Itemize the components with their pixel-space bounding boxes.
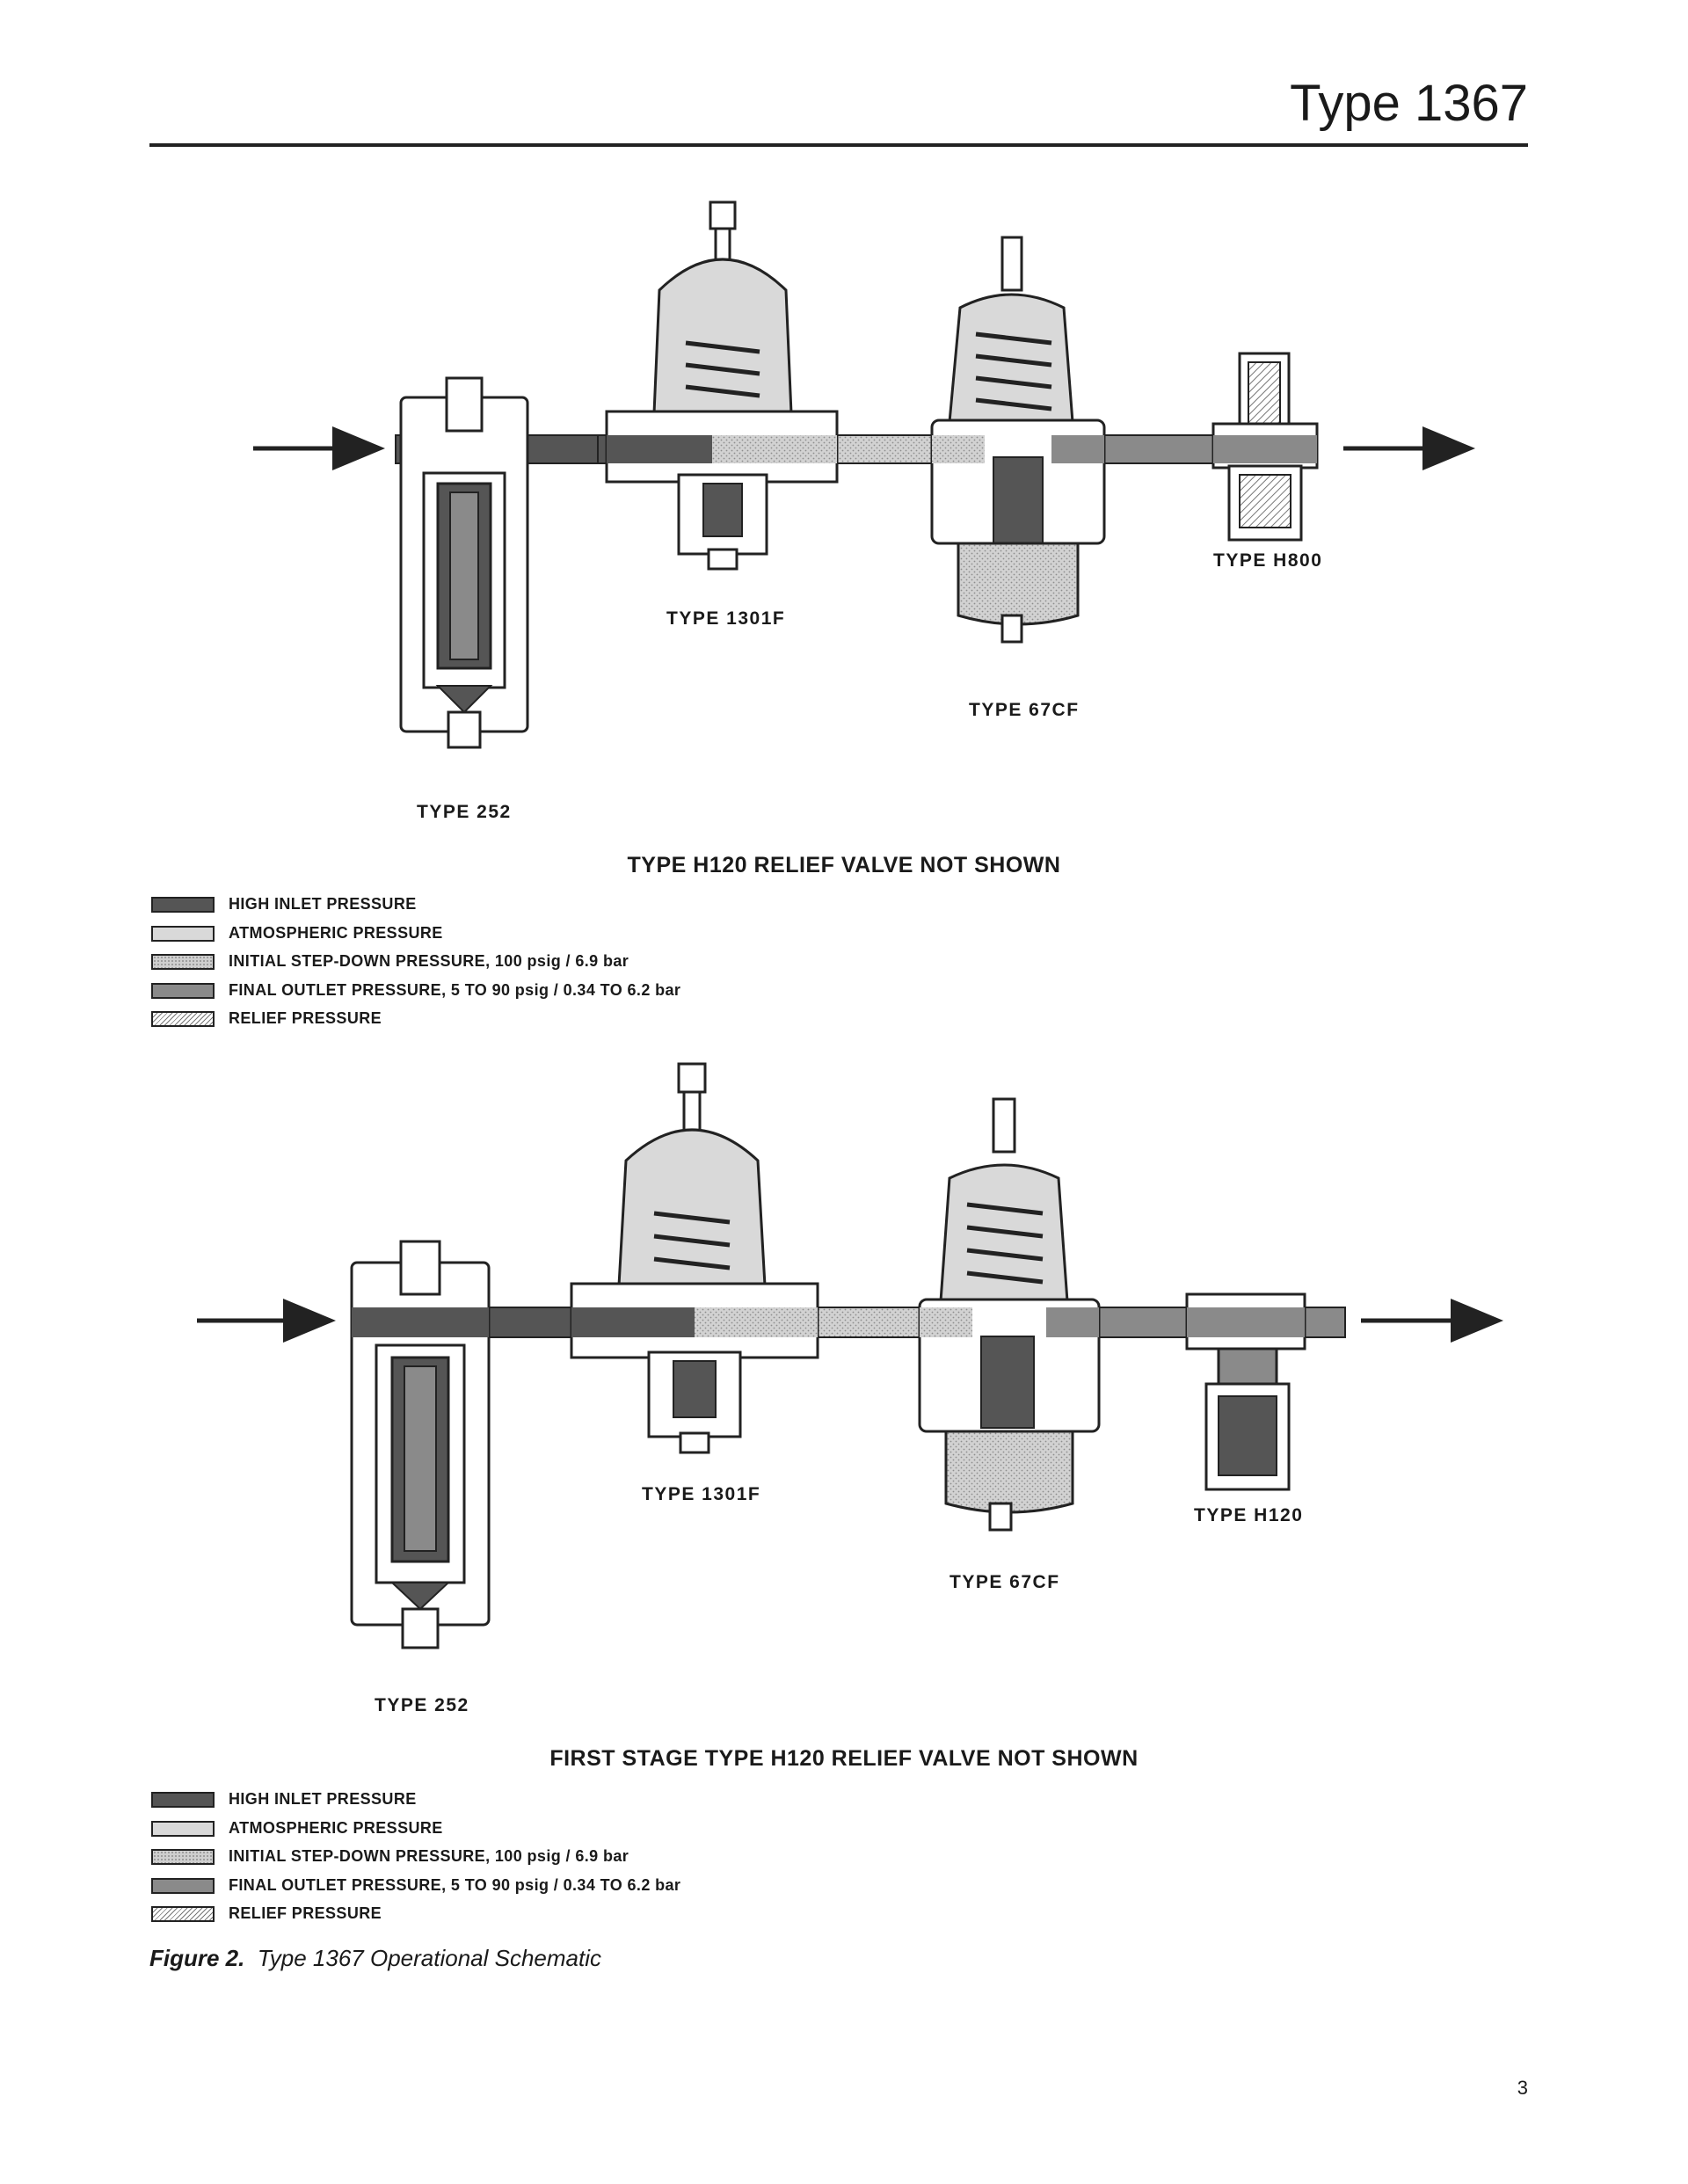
label-type-h120: TYPE H120: [1194, 1505, 1304, 1525]
label-type-1301f: TYPE 1301F: [666, 608, 786, 629]
schematic-top-note: TYPE H120 RELIEF VALVE NOT SHOWN: [627, 853, 1061, 877]
label-type-67cf: TYPE 67CF: [969, 700, 1080, 720]
legend-label: ATMOSPHERIC PRESSURE: [229, 1818, 443, 1837]
type-67cf-top: [930, 236, 1106, 644]
schematic-bottom: TYPE 252 TYPE 1301F TYPE 67CF TYPE H120: [0, 1055, 1688, 1715]
legend-swatch-atmospheric: [151, 925, 215, 942]
label-type-252: TYPE 252: [417, 802, 512, 822]
legend-label: HIGH INLET PRESSURE: [229, 895, 417, 913]
legend-label: INITIAL STEP-DOWN PRESSURE, 100 psig / 6…: [229, 1847, 629, 1865]
schematic-top: TYPE 252 TYPE 1301F TYPE 67CF TYPE H800: [0, 193, 1688, 844]
label-type-67cf: TYPE 67CF: [950, 1572, 1060, 1592]
figure-number: Figure 2.: [149, 1945, 245, 1971]
legend-swatch-atmospheric: [151, 1820, 215, 1837]
legend-swatch-final-outlet: [151, 1877, 215, 1894]
label-type-h800: TYPE H800: [1213, 550, 1323, 571]
figure-caption-text: Type 1367 Operational Schematic: [257, 1945, 601, 1971]
schematic-bottom-note: FIRST STAGE TYPE H120 RELIEF VALVE NOT S…: [549, 1746, 1139, 1771]
type-1301f-top: [605, 200, 839, 571]
page-number: 3: [1517, 2077, 1528, 2099]
type-252-filter-top: [399, 376, 529, 749]
type-h120-bottom: [1185, 1292, 1306, 1491]
legend-swatch-relief: [151, 1906, 215, 1922]
legend-label: ATMOSPHERIC PRESSURE: [229, 923, 443, 942]
type-1301f-bottom: [570, 1062, 819, 1454]
legend-label: HIGH INLET PRESSURE: [229, 1790, 417, 1808]
legend-label: RELIEF PRESSURE: [229, 1009, 382, 1027]
schematic-bottom-drawing: [197, 1062, 1503, 1649]
label-type-1301f: TYPE 1301F: [642, 1484, 761, 1504]
type-h800-top: [1211, 352, 1319, 542]
legend-swatch-initial-step-down: [151, 1849, 215, 1865]
page-header-title: Type 1367: [1290, 75, 1528, 132]
legend-swatch-high-inlet: [151, 897, 215, 913]
type-252-filter-bottom: [350, 1240, 491, 1649]
figure-caption: Figure 2. Type 1367 Operational Schemati…: [149, 1945, 601, 1972]
type-67cf-bottom: [918, 1097, 1101, 1532]
legend-swatch-relief: [151, 1011, 215, 1027]
legend-label: FINAL OUTLET PRESSURE, 5 TO 90 psig / 0.…: [229, 1875, 681, 1894]
legend-label: INITIAL STEP-DOWN PRESSURE, 100 psig / 6…: [229, 952, 629, 970]
legend-swatch-high-inlet: [151, 1792, 215, 1808]
legend-swatch-final-outlet: [151, 982, 215, 999]
legend-label: FINAL OUTLET PRESSURE, 5 TO 90 psig / 0.…: [229, 980, 681, 999]
legend-label: RELIEF PRESSURE: [229, 1904, 382, 1922]
header-rule: [149, 143, 1528, 147]
legend-swatch-initial-step-down: [151, 954, 215, 970]
schematic-top-drawing: [253, 200, 1475, 749]
label-type-252: TYPE 252: [375, 1695, 469, 1715]
